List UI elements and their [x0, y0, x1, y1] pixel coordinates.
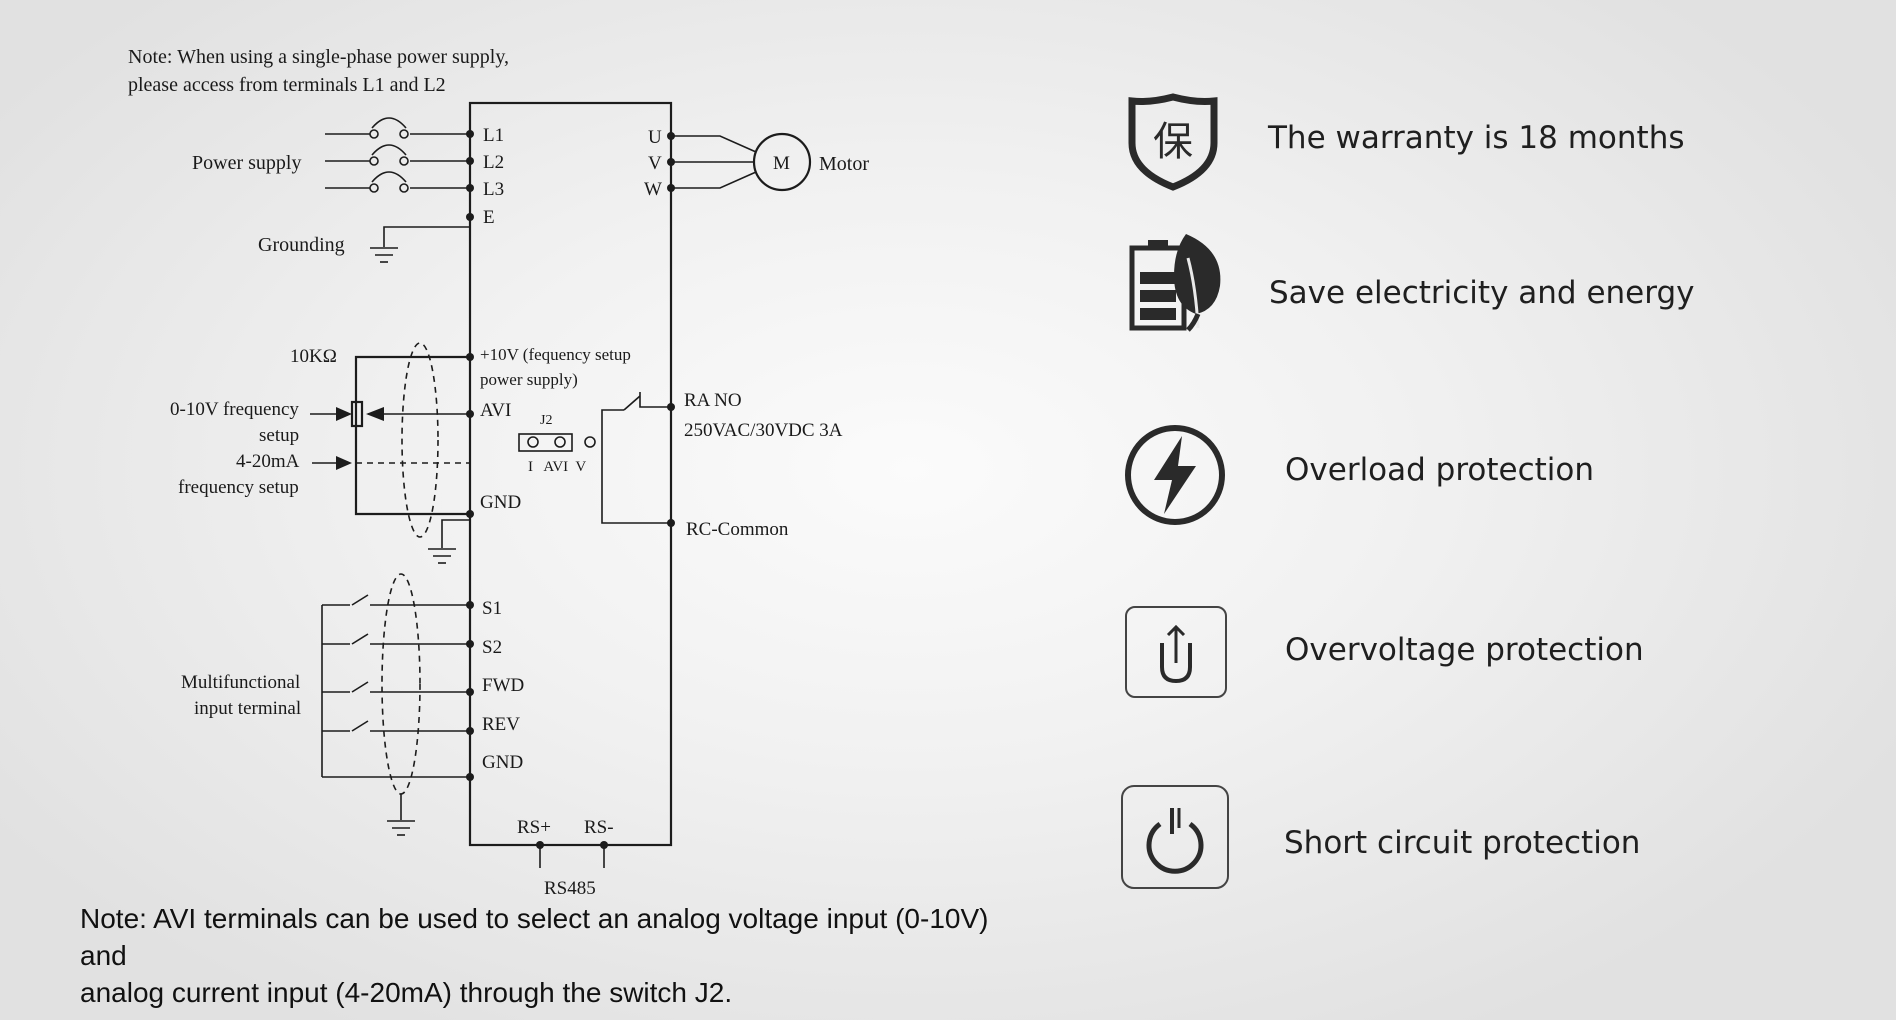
- analog-input-wiring: [310, 342, 474, 564]
- feature-overload-text: Overload protection: [1285, 452, 1595, 488]
- relay-wiring: [601, 392, 675, 527]
- motor-wiring: [667, 132, 812, 192]
- terminal-l3: L3: [483, 179, 504, 200]
- rc-common-label: RC-Common: [686, 519, 789, 540]
- multifunction-label-2: input terminal: [194, 698, 301, 719]
- multifunction-label: Multifunctional: [181, 672, 300, 693]
- motor-symbol: M: [773, 153, 790, 174]
- warranty-shield-icon: 保: [1128, 93, 1218, 191]
- terminal-fwd: FWD: [482, 675, 524, 696]
- power-supply-label: Power supply: [192, 152, 301, 174]
- freq-4-20ma-setup-label: frequency setup: [178, 477, 299, 498]
- grounding-label: Grounding: [258, 234, 345, 256]
- bottom-note: Note: AVI terminals can be used to selec…: [80, 900, 1040, 1011]
- terminal-l2: L2: [483, 152, 504, 173]
- j2-label: J2: [540, 413, 552, 428]
- power-supply-lines: [325, 117, 474, 221]
- terminal-s2: S2: [482, 637, 502, 658]
- plus10v-label-2: power supply): [480, 370, 578, 389]
- rs-plus-label: RS+: [517, 817, 551, 838]
- note-top-line-2: please access from terminals L1 and L2: [128, 74, 446, 96]
- plus10v-label: +10V (fequency setup: [480, 345, 631, 364]
- j2-switch: [518, 433, 596, 452]
- warranty-glyph: 保: [1153, 119, 1193, 165]
- overvoltage-arrow-icon: [1125, 606, 1227, 698]
- power-icon: [1121, 785, 1229, 889]
- freq-0-10v-setup-label: setup: [259, 425, 299, 446]
- inverter-box: [468, 101, 673, 847]
- terminal-rev: REV: [482, 714, 520, 735]
- terminal-l1: L1: [483, 125, 504, 146]
- freq-0-10v-label: 0-10V frequency: [170, 399, 299, 420]
- multifunction-input-wiring: [321, 573, 474, 836]
- note-top-line-1: Note: When using a single-phase power su…: [128, 46, 509, 68]
- rs485-label: RS485: [544, 878, 596, 899]
- terminal-gnd-analog: GND: [480, 492, 521, 513]
- feature-overvoltage-text: Overvoltage protection: [1285, 632, 1644, 668]
- terminal-v: V: [648, 153, 662, 174]
- terminal-avi: AVI: [480, 400, 511, 421]
- j2-positions-label: I AVI V: [528, 459, 586, 475]
- bottom-note-line-1: Note: AVI terminals can be used to selec…: [80, 903, 989, 971]
- feature-energy-text: Save electricity and energy: [1269, 275, 1695, 311]
- relay-rating-label: 250VAC/30VDC 3A: [684, 420, 843, 441]
- resistor-label: 10KΩ: [290, 346, 337, 367]
- feature-short-circuit-text: Short circuit protection: [1284, 825, 1641, 861]
- battery-leaf-icon: [1129, 234, 1221, 332]
- terminal-e: E: [483, 207, 495, 228]
- relay-ra-no-label: RA NO: [684, 390, 742, 411]
- freq-4-20ma-label: 4-20mA: [236, 451, 300, 472]
- terminal-u: U: [648, 127, 662, 148]
- feature-warranty-text: The warranty is 18 months: [1268, 120, 1685, 156]
- terminal-s1: S1: [482, 598, 502, 619]
- rs485-wiring: [536, 841, 608, 868]
- bottom-note-line-2: analog current input (4-20mA) through th…: [80, 977, 733, 1008]
- terminal-w: W: [644, 179, 662, 200]
- grounding-symbol: [370, 226, 470, 263]
- rs-minus-label: RS-: [584, 817, 614, 838]
- motor-label: Motor: [819, 153, 869, 175]
- terminal-gnd-inputs: GND: [482, 752, 523, 773]
- lightning-icon: [1125, 425, 1225, 525]
